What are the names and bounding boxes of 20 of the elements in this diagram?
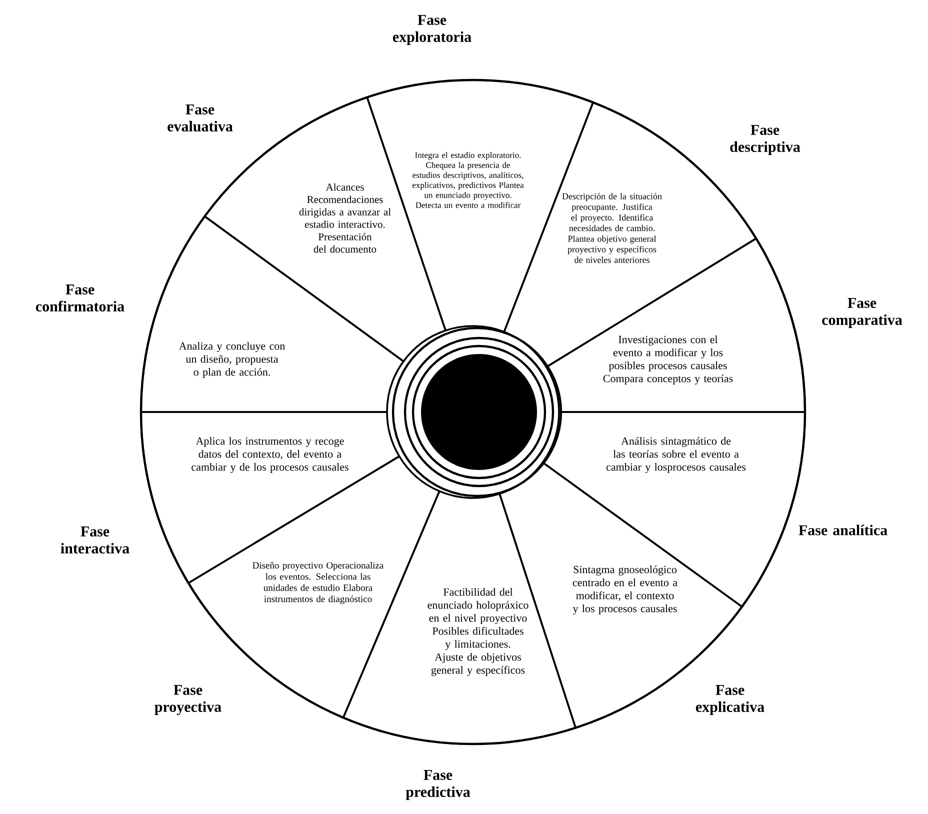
sector-text: Diseño proyectivo Operacionaliza los eventos. Selecciona las unidades de estudio Elabora instrumentos de diagnóstico (252, 562, 384, 604)
phase-heading: Fase proyectiva (154, 684, 222, 716)
sector-text: Integra el estadio exploratorio. Chequea la presencia de estudios descriptivos, analíticos, explicativos, predictivos Plantea un enunciado proyectivo. Detecta un evento a modificar (412, 152, 524, 208)
sector-text: Investigaciones con el evento a modificar y los posibles procesos causales Compara conceptos y teorías (603, 336, 733, 384)
sector-text: Analiza y concluye con un diseño, propuesta o plan de acción. (178, 342, 285, 378)
sector-text: Factibilidad del enunciado holopráxico en el nivel proyectivo Posibles dificultades y limitaciones. Ajuste de objetivos general y específicos (428, 588, 528, 676)
phase-heading: Fase evaluativa (168, 104, 233, 132)
sector-text: Alcances Recomendaciones dirigidas a avanzar al estadio interactivo. Presentación del documento (299, 183, 391, 253)
phase-heading: Fase confirmatoria (36, 284, 124, 312)
sector-text: Análisis sintagmático de las teorías sobre el evento a cambiar y losprocesos causales (606, 437, 746, 473)
phase-heading: Fase predictiva (406, 770, 470, 800)
phase-heading: Fase exploratoria (392, 15, 472, 46)
sector-text: Descripción de la situación preocupante. Justifica el proyecto. Identifica necesidades de cambio. Plantea objetivo general proyectivo y específicos de niveles anteriores (562, 193, 662, 263)
sector-text: Aplica los instrumentos y recoge datos del contexto, del evento a cambiar y de los procesos causales (192, 437, 348, 473)
phase-heading: Fase analítica (798, 524, 888, 536)
phase-heading: Fase explicativa (696, 685, 764, 716)
phase-heading: Fase comparativa (822, 298, 902, 328)
phase-heading: Fase interactiva (60, 526, 130, 554)
phase-heading: Fase descriptiva (730, 125, 800, 156)
sector-text: Sintagma gnoseológico centrado en el evento a modificar, el contexto y los procesos causales (572, 566, 678, 614)
